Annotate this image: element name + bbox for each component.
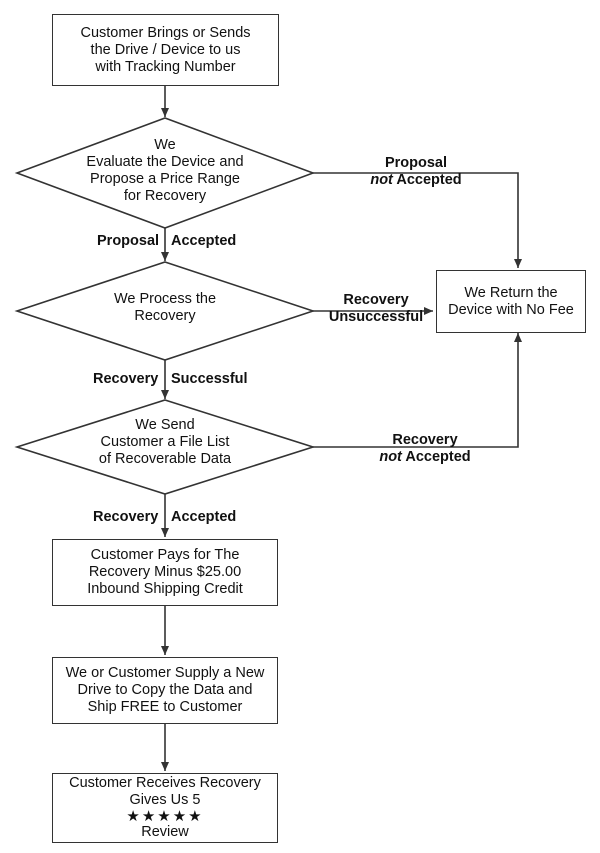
label-recovery-not-accepted-line-2: not Accepted: [365, 449, 485, 466]
process-line-1: We Process the: [113, 291, 217, 307]
arrow-send-list-to-return: [313, 333, 522, 448]
label-proposal-accepted-a: Proposal: [97, 233, 160, 249]
receive-line-1: Customer Receives Recovery: [69, 775, 261, 791]
process-line-2: Recovery: [134, 308, 196, 324]
label-recovery-successful-a: Recovery: [93, 371, 159, 387]
send-list-text: We Send Customer a File List of Recovera…: [65, 415, 265, 469]
send-list-line-3: of Recoverable Data: [98, 450, 232, 467]
label-recovery-unsuccessful-line-2: Unsuccessful: [328, 309, 424, 325]
label-recovery-accepted-b: Accepted: [171, 509, 237, 525]
supply-box: We or Customer Supply a New Drive to Cop…: [52, 657, 278, 724]
label-recovery-accepted-word: Accepted: [401, 449, 471, 465]
label-proposal-accepted-word: Accepted: [392, 172, 462, 188]
send-list-line-1: We Send: [135, 416, 195, 433]
return-line-2: Device with No Fee: [448, 301, 574, 318]
label-proposal-not-accepted-line-1: Proposal: [384, 155, 448, 171]
label-recovery-unsuccessful-line-1: Recovery: [343, 292, 409, 308]
receive-box: Customer Receives Recovery Gives Us 5 ★★…: [52, 773, 278, 843]
pay-line-3: Inbound Shipping Credit: [87, 581, 243, 597]
arrow-evaluate-to-return: [313, 172, 522, 268]
pay-line-1: Customer Pays for The: [90, 547, 240, 563]
supply-line-2: Drive to Copy the Data and: [77, 682, 253, 698]
start-line-3: with Tracking Number: [95, 58, 236, 75]
pay-line-2: Recovery Minus $25.00: [88, 564, 242, 580]
return-line-1: We Return the: [464, 284, 558, 301]
label-proposal-accepted-b: Accepted: [171, 233, 237, 249]
label-proposal-not-word: not: [370, 172, 393, 188]
evaluate-line-1: We: [154, 137, 176, 153]
evaluate-line-3: Propose a Price Range: [90, 171, 240, 187]
receive-line-2: Gives Us 5: [129, 792, 201, 808]
label-recovery-not-word: not: [379, 449, 402, 465]
five-star-icon: ★★★★★: [126, 808, 204, 825]
label-recovery-not-accepted-line-1: Recovery: [392, 432, 458, 448]
label-proposal-not-accepted: Proposal not Accepted: [356, 155, 476, 189]
send-list-line-2: Customer a File List: [100, 433, 230, 450]
evaluate-text: We Evaluate the Device and Propose a Pri…: [65, 134, 265, 208]
return-box: We Return the Device with No Fee: [436, 270, 586, 333]
start-line-2: the Drive / Device to us: [90, 41, 241, 58]
label-recovery-accepted-a: Recovery: [93, 509, 159, 525]
start-box: Customer Brings or Sends the Drive / Dev…: [52, 14, 279, 86]
supply-line-3: Ship FREE to Customer: [87, 699, 243, 715]
label-recovery-not-accepted: Recovery not Accepted: [365, 432, 485, 466]
process-text: We Process the Recovery: [65, 290, 265, 326]
pay-box: Customer Pays for The Recovery Minus $25…: [52, 539, 278, 606]
evaluate-line-4: for Recovery: [123, 188, 207, 204]
receive-line-3: Review: [141, 824, 189, 840]
start-line-1: Customer Brings or Sends: [80, 24, 251, 41]
evaluate-line-2: Evaluate the Device and: [86, 154, 244, 170]
supply-line-1: We or Customer Supply a New: [65, 665, 265, 681]
label-recovery-unsuccessful: Recovery Unsuccessful: [318, 292, 434, 326]
label-recovery-successful-b: Successful: [171, 371, 248, 387]
label-proposal-not-accepted-line-2: not Accepted: [356, 172, 476, 189]
